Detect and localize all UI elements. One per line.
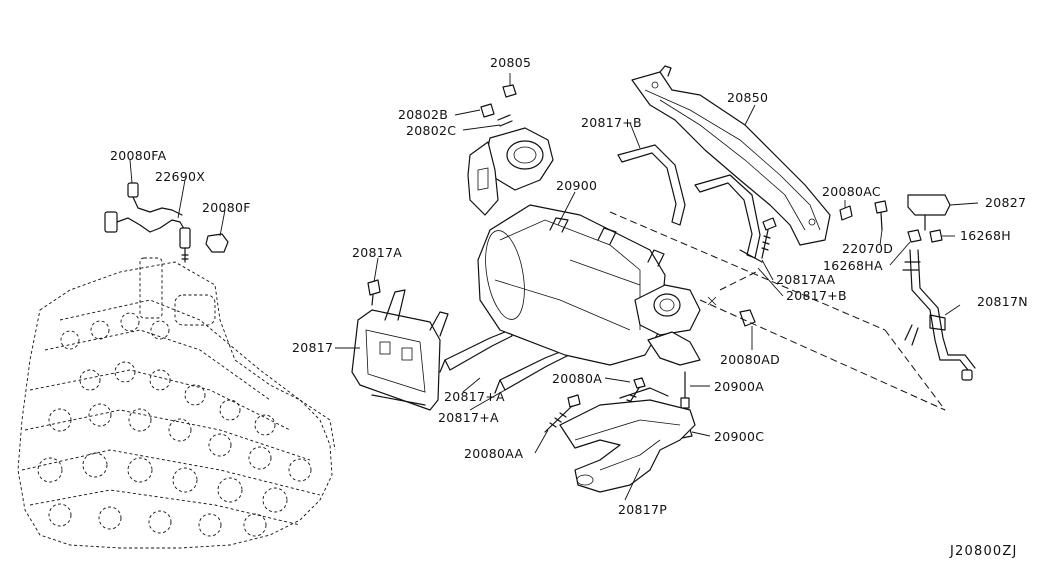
pressure-sensor-and-tubes — [874, 194, 976, 381]
label-20817A-top: 20817A — [352, 245, 402, 260]
label-20817B-top: 20817+B — [581, 115, 642, 130]
catalytic-converter-20900 — [467, 127, 756, 366]
label-20817A-2: 20817+A — [438, 410, 499, 425]
label-20802C: 20802C — [406, 123, 456, 138]
label-20080AC: 20080AC — [822, 184, 881, 199]
straps-20817B — [617, 144, 763, 263]
label-20900: 20900 — [556, 178, 597, 193]
label-20900C: 20900C — [714, 429, 764, 444]
label-22690X: 22690X — [155, 169, 205, 184]
label-16268HA: 16268HA — [823, 258, 883, 273]
engine-block-outline — [17, 257, 336, 549]
label-20850: 20850 — [727, 90, 768, 105]
reference-dashed-lines — [609, 211, 946, 411]
label-20080A: 20080A — [552, 371, 602, 386]
label-20817AA: 20817AA — [776, 272, 835, 287]
oxygen-sensor-harness — [104, 182, 229, 263]
label-20817A-1: 20817+A — [444, 389, 505, 404]
upper-heat-shield-20850 — [631, 65, 831, 246]
label-16268H: 16268H — [960, 228, 1011, 243]
label-20805: 20805 — [490, 55, 531, 70]
label-20802B: 20802B — [398, 107, 448, 122]
fasteners — [480, 84, 853, 439]
lower-bracket-20817P — [559, 387, 696, 493]
label-20817P: 20817P — [618, 502, 667, 517]
label-20827: 20827 — [985, 195, 1026, 210]
label-20817B-mid: 20817+B — [786, 288, 847, 303]
label-20900A: 20900A — [714, 379, 764, 394]
diagram-code: J20800ZJ — [949, 544, 1018, 559]
label-20080AD: 20080AD — [720, 352, 780, 367]
heat-shield-20817 — [351, 279, 449, 411]
label-20080AA: 20080AA — [464, 446, 523, 461]
label-20080FA: 20080FA — [110, 148, 167, 163]
label-20080F: 20080F — [202, 200, 251, 215]
leader-lines — [129, 73, 979, 501]
label-20817: 20817 — [292, 340, 333, 355]
callout-labels: 20805 20802B 20802C 20850 20817+B 20900 … — [110, 55, 1028, 559]
label-20817N: 20817N — [977, 294, 1028, 309]
label-22070D: 22070D — [842, 241, 893, 256]
